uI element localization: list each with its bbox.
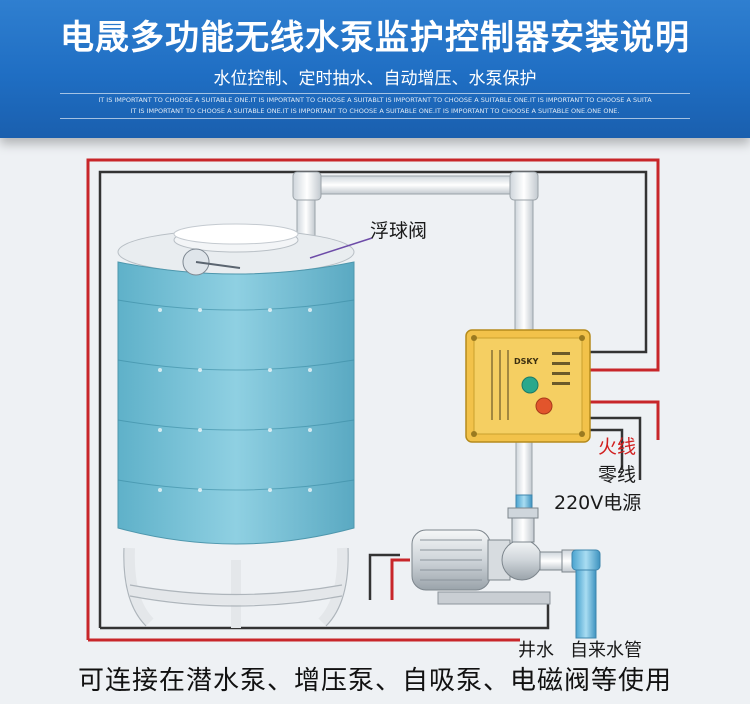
dark-wire-loop [98,170,648,630]
banner-small-text-1: IT IS IMPORTANT TO CHOOSE A SUITABLE ONE… [98,96,652,104]
power-supply-label: 220V电源 [554,492,642,514]
well-water-label: 井水 [518,640,554,661]
tank-stand-outline [123,547,349,627]
water-pump [411,507,567,605]
page-title: 电晟多功能无线水泵监护控制器安装说明 [60,18,690,58]
water-tank [117,223,355,545]
controller-box [465,329,591,443]
float-valve-label: 浮球阀 [370,220,428,242]
page-subtitle: 水位控制、定时抽水、自动增压、水泵保护 [213,69,537,89]
outlet-pipe [292,171,539,339]
live-wire-label: 火线 [598,436,637,458]
red-wire-loop [86,158,660,642]
banner-small-text-2: IT IS IMPORTANT TO CHOOSE A SUITABLE ONE… [130,107,620,115]
float-ball-icon [182,248,241,276]
banner-divider [60,93,690,94]
banner-divider-bottom [60,118,690,119]
tap-water-label: 自来水管 [570,640,642,661]
pump-riser-pipe [515,439,533,516]
controller-brand: DSKY [514,357,539,366]
inlet-pipe [561,549,601,639]
tank-stand [124,547,348,628]
header-banner: 电晟多功能无线水泵监护控制器安装说明 水位控制、定时抽水、自动增压、水泵保护 I… [0,0,750,138]
float-valve-leader [309,237,373,259]
footer-caption: 可连接在潜水泵、增压泵、自吸泵、电磁阀等使用 [77,666,672,696]
neutral-wire-label: 零线 [598,464,637,486]
